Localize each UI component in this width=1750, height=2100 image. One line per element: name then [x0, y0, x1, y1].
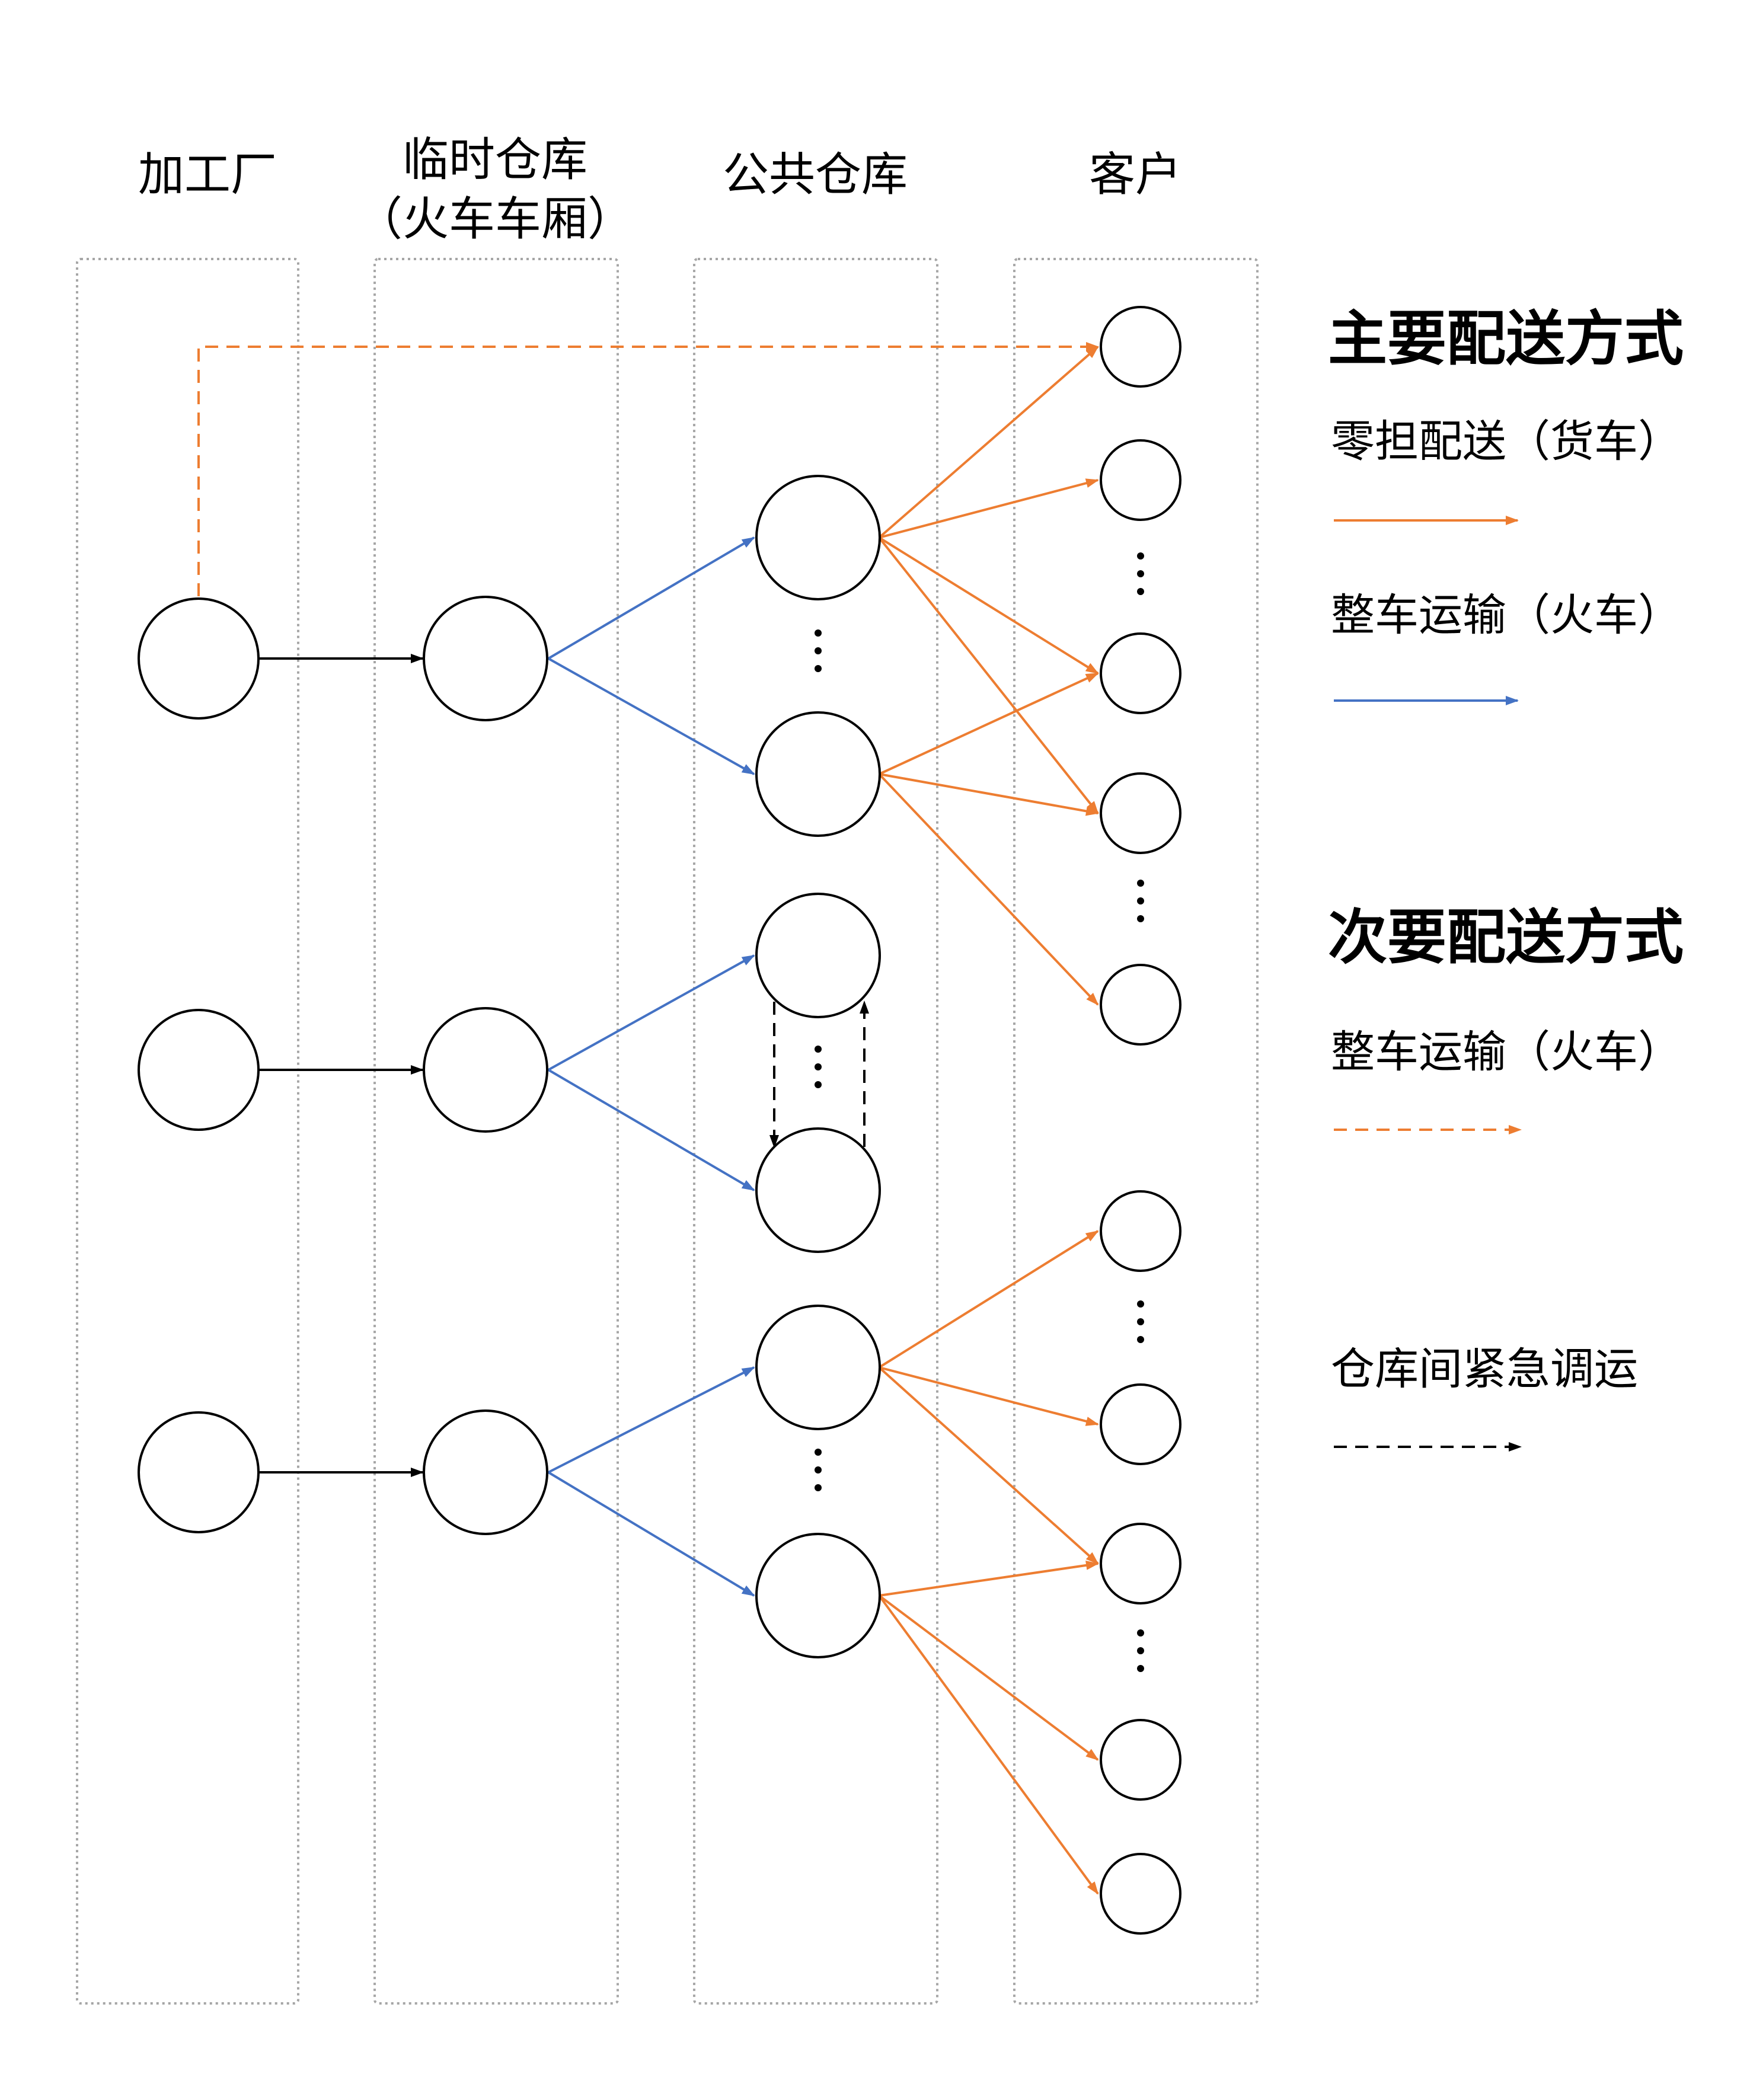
column-title-public-warehouse: 公共仓库	[661, 145, 969, 204]
node-customer-7	[1100, 1383, 1181, 1465]
edge-secondary-train-factory-to-customer	[197, 342, 1099, 596]
node-temp-warehouse-3	[423, 1409, 548, 1535]
edge-ltl-public6-to-c10	[878, 1594, 1099, 1895]
edge-ltl-public1-to-c1	[878, 346, 1099, 539]
legend-primary-item-2-label: 整车运输（火车）	[1331, 590, 1682, 641]
column-title-public-warehouse-text: 公共仓库	[722, 148, 908, 202]
edge-train-temp2-to-public4	[547, 1069, 755, 1191]
edge-ltl-public6-to-c9	[878, 1594, 1099, 1761]
node-factory-2	[138, 1009, 260, 1131]
edge-train-temp3-to-public6	[547, 1471, 755, 1597]
node-customer-8	[1100, 1523, 1181, 1604]
column-frame-factory	[76, 258, 299, 2005]
node-public-warehouse-3	[755, 893, 881, 1018]
ellipsis-customer-group-4	[1137, 1629, 1144, 1672]
edge-train-temp1-to-public1	[547, 536, 755, 660]
edge-ltl-public5-to-c6	[878, 1230, 1099, 1369]
node-customer-10	[1100, 1853, 1181, 1935]
node-customer-3	[1100, 632, 1181, 714]
edge-ltl-public1-to-c3	[878, 536, 1099, 675]
edge-ltl-public2-to-c3	[879, 672, 1099, 775]
column-title-factory-text: 加工厂	[138, 148, 277, 202]
node-public-warehouse-2	[755, 711, 881, 837]
column-frame-customer	[1013, 258, 1259, 2005]
legend-secondary-heading: 次要配送方式	[1328, 903, 1684, 972]
node-customer-9	[1100, 1719, 1181, 1801]
column-subtitle-temp-warehouse-text: （火车车厢）	[356, 193, 634, 246]
column-title-customer-text: 客户	[1088, 148, 1181, 202]
column-frame-public-warehouse	[693, 258, 938, 2005]
ellipsis-public-group-3	[815, 1449, 822, 1491]
column-title-customer: 客户	[981, 145, 1289, 204]
node-temp-warehouse-2	[423, 1007, 548, 1133]
edge-ltl-public2-to-c4	[879, 773, 1099, 816]
node-public-warehouse-1	[755, 475, 881, 600]
column-title-temp-warehouse-text: 临时仓库	[402, 133, 587, 187]
node-customer-5	[1100, 964, 1181, 1046]
node-factory-3	[138, 1411, 260, 1533]
edge-ltl-public1-to-c4	[878, 536, 1099, 814]
legend-primary-item-1-label: 零担配送（货车）	[1331, 416, 1682, 467]
edge-ltl-public2-to-c5	[878, 773, 1099, 1006]
legend-emergency-label: 仓库间紧急调运	[1331, 1344, 1638, 1395]
edge-ltl-public6-to-c8	[879, 1560, 1099, 1597]
column-title-temp-warehouse: 临时仓库 （火车车厢）	[341, 130, 649, 249]
edge-train-temp2-to-public3	[548, 954, 755, 1071]
ellipsis-public-group-2	[815, 1046, 822, 1088]
ellipsis-customer-group-2	[1137, 880, 1144, 922]
node-customer-4	[1100, 772, 1181, 854]
edge-ltl-public5-to-c7	[879, 1366, 1099, 1426]
node-temp-warehouse-1	[423, 596, 548, 721]
node-customer-1	[1100, 306, 1181, 388]
edge-train-temp3-to-public5	[548, 1366, 755, 1473]
legend-secondary-item-1-label: 整车运输（火车）	[1331, 1027, 1682, 1078]
edge-train-temp1-to-public2	[548, 657, 755, 775]
ellipsis-customer-group-3	[1137, 1300, 1144, 1343]
node-public-warehouse-6	[755, 1533, 881, 1658]
node-public-warehouse-5	[755, 1305, 881, 1430]
ellipsis-customer-group-1	[1137, 552, 1144, 595]
edge-ltl-public5-to-c8	[878, 1366, 1099, 1565]
edge-ltl-public1-to-c2	[879, 478, 1099, 539]
node-customer-2	[1100, 439, 1181, 521]
node-public-warehouse-4	[755, 1127, 881, 1253]
node-customer-6	[1100, 1190, 1181, 1272]
column-title-factory: 加工厂	[53, 145, 362, 204]
legend-primary-heading: 主要配送方式	[1328, 304, 1684, 373]
column-frame-temp-warehouse	[373, 258, 619, 2005]
ellipsis-public-group-1	[815, 629, 822, 672]
node-factory-1	[138, 597, 260, 720]
